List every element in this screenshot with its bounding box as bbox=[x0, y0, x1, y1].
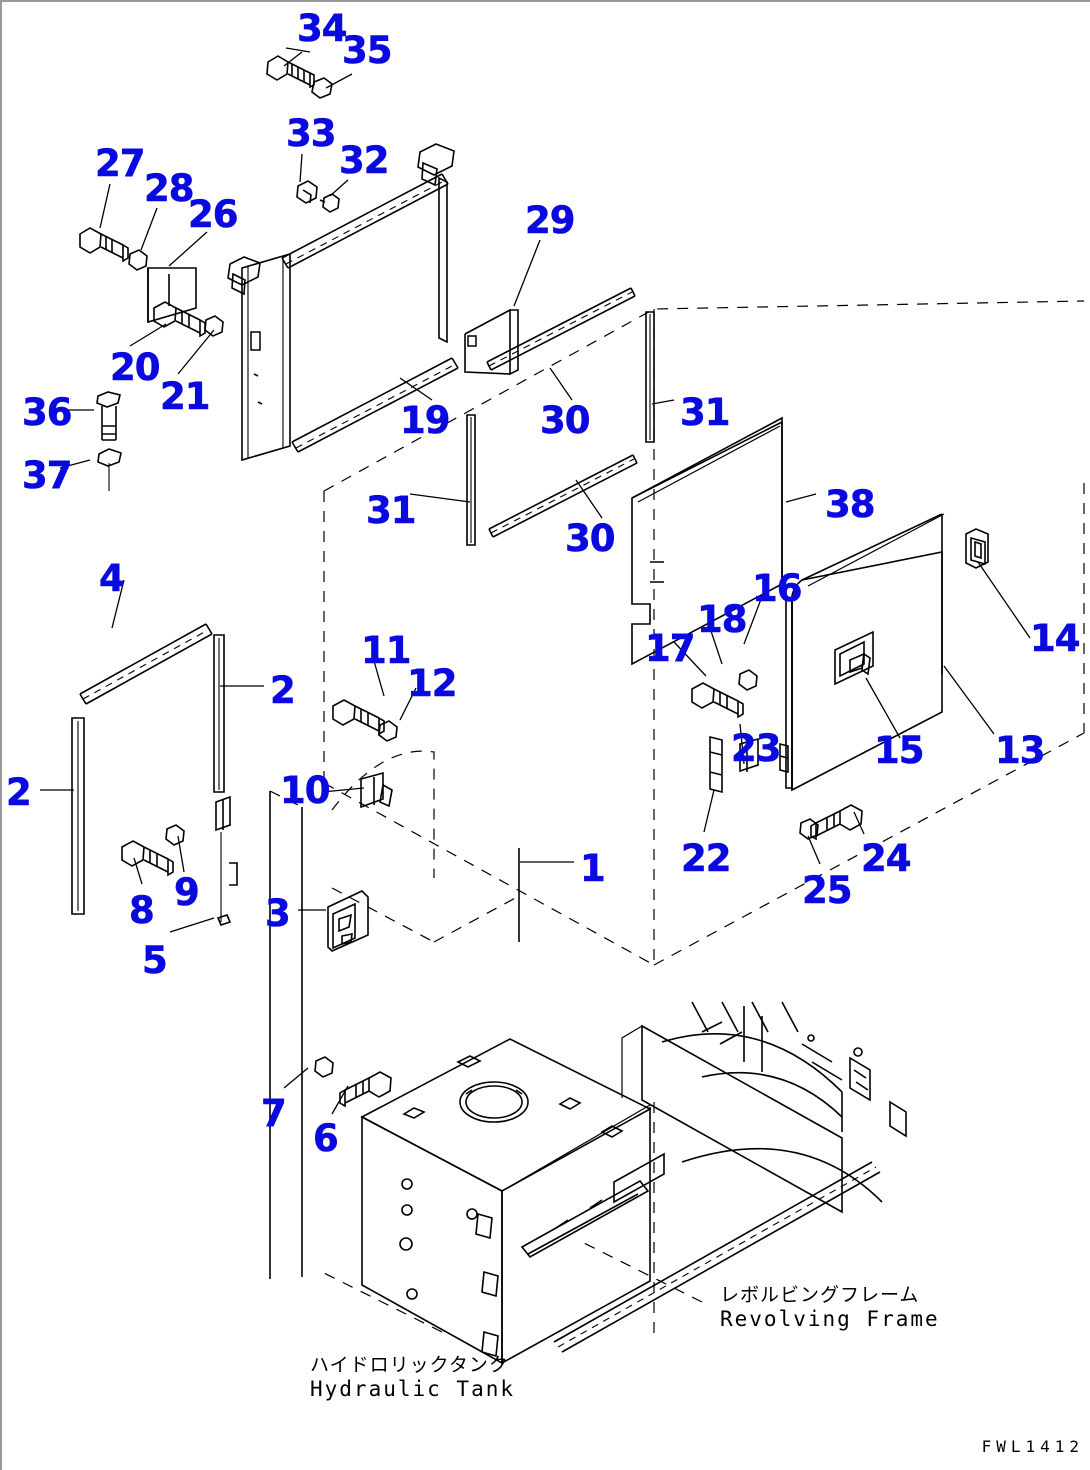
fastener-group-8-9 bbox=[121, 824, 185, 877]
sheet-code: FWL1412 bbox=[981, 1437, 1084, 1456]
callout-30a: 30 bbox=[540, 399, 591, 442]
callout-36: 36 bbox=[22, 391, 73, 434]
callout-2a: 2 bbox=[270, 669, 296, 712]
callout-1: 1 bbox=[580, 847, 606, 890]
revolving-frame-label-jp: レボルビングフレーム bbox=[720, 1284, 920, 1306]
seal-strip-30-upper bbox=[486, 287, 636, 371]
callout-31a: 31 bbox=[680, 391, 731, 434]
callout-2b: 2 bbox=[6, 771, 32, 814]
callout-15: 15 bbox=[874, 729, 925, 772]
callout-28: 28 bbox=[144, 167, 195, 210]
seal-strip-30-lower bbox=[488, 454, 638, 538]
callout-37: 37 bbox=[22, 454, 73, 497]
callout-20: 20 bbox=[110, 346, 161, 389]
callout-10: 10 bbox=[280, 769, 331, 812]
callout-30b: 30 bbox=[565, 517, 616, 560]
callout-4: 4 bbox=[99, 557, 125, 600]
callout-32: 32 bbox=[339, 139, 390, 182]
callout-22: 22 bbox=[681, 837, 732, 880]
fastener-group-6-7 bbox=[314, 1056, 392, 1108]
seal-strip-2-left bbox=[71, 717, 85, 915]
upper-left-cover-frame bbox=[227, 143, 519, 462]
bracket-10 bbox=[360, 771, 393, 809]
callout-24: 24 bbox=[861, 837, 912, 880]
seal-strip-2-right bbox=[213, 634, 225, 793]
fastener-group-27-28 bbox=[79, 227, 148, 271]
callout-6: 6 bbox=[313, 1117, 339, 1160]
callout-27: 27 bbox=[95, 142, 146, 185]
fastener-group-17-18 bbox=[691, 669, 758, 719]
callout-5: 5 bbox=[142, 939, 168, 982]
hydraulic-tank-label-en: Hydraulic Tank bbox=[310, 1377, 516, 1401]
latch-15 bbox=[834, 630, 874, 686]
fastener-group-33-32 bbox=[296, 180, 340, 213]
hydraulic-tank bbox=[360, 1038, 652, 1365]
callout-18: 18 bbox=[697, 598, 748, 641]
fastener-group-34-35 bbox=[266, 55, 333, 99]
callout-21: 21 bbox=[160, 375, 211, 418]
callout-29: 29 bbox=[525, 199, 576, 242]
fastener-group-20-21 bbox=[153, 301, 224, 338]
fastener-group-11-12 bbox=[332, 699, 398, 742]
callout-35: 35 bbox=[342, 29, 393, 72]
revolving-frame-label-en: Revolving Frame bbox=[720, 1307, 940, 1331]
callout-23: 23 bbox=[731, 727, 782, 770]
callout-7: 7 bbox=[261, 1092, 287, 1135]
hinge-5 bbox=[215, 795, 238, 926]
label-leaders bbox=[321, 1241, 703, 1333]
callout-17: 17 bbox=[645, 627, 696, 670]
main-body-outline bbox=[269, 300, 1085, 1279]
seal-strip-4 bbox=[79, 623, 213, 705]
leader-lines bbox=[40, 47, 1031, 1115]
panel-38 bbox=[631, 416, 783, 666]
fastener-group-24-25 bbox=[799, 804, 863, 841]
callout-25: 25 bbox=[802, 869, 853, 912]
seal-strip-31-upper bbox=[645, 311, 655, 443]
bracket-23 bbox=[739, 737, 759, 773]
callout-11: 11 bbox=[361, 629, 412, 672]
callout-12: 12 bbox=[407, 662, 458, 705]
revolving-frame bbox=[553, 1001, 907, 1353]
callout-9: 9 bbox=[174, 871, 200, 914]
panel-right-cover-13 bbox=[779, 513, 989, 792]
callout-31b: 31 bbox=[366, 489, 417, 532]
callout-8: 8 bbox=[129, 889, 155, 932]
seal-strip-31-lower bbox=[466, 414, 476, 546]
callout-16: 16 bbox=[752, 567, 803, 610]
lock-14 bbox=[965, 528, 989, 569]
callout-38: 38 bbox=[825, 483, 876, 526]
callout-13: 13 bbox=[995, 729, 1046, 772]
callout-14: 14 bbox=[1030, 617, 1081, 660]
hinge-22 bbox=[709, 735, 723, 794]
bracket-26 bbox=[147, 267, 197, 324]
callout-3: 3 bbox=[265, 892, 291, 935]
hydraulic-tank-label-jp: ハイドロリックタンク bbox=[310, 1354, 509, 1376]
latch-3 bbox=[327, 890, 369, 952]
callout-34: 34 bbox=[297, 7, 348, 50]
callout-19: 19 bbox=[400, 399, 451, 442]
fastener-group-36-37 bbox=[96, 391, 122, 491]
callout-33: 33 bbox=[286, 112, 337, 155]
callout-26: 26 bbox=[188, 193, 239, 236]
